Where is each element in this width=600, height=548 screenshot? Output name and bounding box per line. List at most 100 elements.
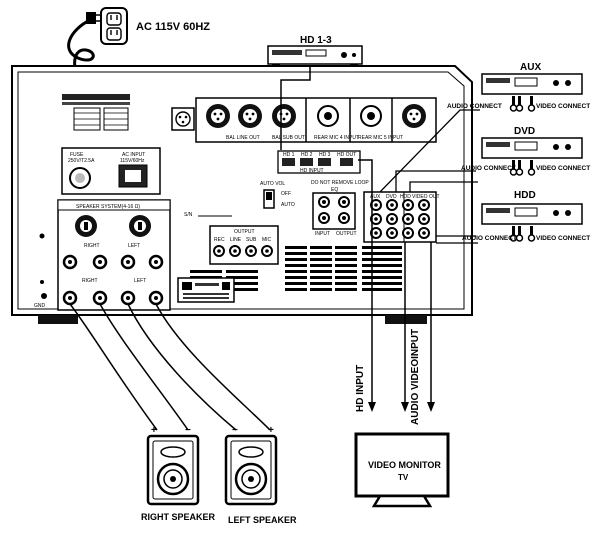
gnd-label: GND xyxy=(34,303,46,309)
dvd-video-label: VIDEO CONNECT xyxy=(536,165,590,172)
hdd-device-title: HDD xyxy=(514,190,536,201)
hdmi-port xyxy=(282,158,295,166)
power-outlet xyxy=(100,7,128,45)
hdd-rca-plugs xyxy=(509,226,536,242)
output-port-label: REC xyxy=(214,237,225,243)
power-label: AC 115V 60HZ xyxy=(136,21,210,33)
rca-jack xyxy=(386,227,398,239)
xlr-jack xyxy=(402,104,426,128)
hdd-device xyxy=(481,203,583,225)
caution-label xyxy=(177,277,235,303)
binding-post xyxy=(148,290,164,306)
left-speaker-plus: + xyxy=(268,425,274,436)
hdmi-port xyxy=(340,158,353,166)
video-port-label: DVD xyxy=(386,194,397,200)
speakon-connector xyxy=(129,215,151,237)
video-out-line xyxy=(427,242,435,412)
xlr-jack xyxy=(272,104,296,128)
eq-label: EQ xyxy=(331,187,338,193)
aux-device xyxy=(481,73,583,95)
fuse-label: FUSE xyxy=(70,152,84,158)
rca-jack xyxy=(213,245,225,257)
hd-port-label: HD 1 xyxy=(283,152,295,158)
auto-vol-label: AUTO VOL xyxy=(260,181,285,187)
rear-mic-input-2-label: REAR MIC 5 INPUT xyxy=(358,135,403,141)
left-speaker-minus: − xyxy=(232,425,238,436)
speaker-terminal-block: SPEAKER SYSTEM(4-16 Ω) RIGHT LEFT RIGHT … xyxy=(57,199,171,311)
right-speaker xyxy=(146,434,200,506)
bal-line-out-label: BAL LINE OUT xyxy=(226,135,260,141)
aux-video-label: VIDEO CONNECT xyxy=(536,103,590,110)
rca-jack xyxy=(370,213,382,225)
output-port-label: SUB xyxy=(246,237,257,243)
xlr-connector-row: BAL LINE OUT BAL SUB OUT REAR MIC 4 INPU… xyxy=(195,97,437,143)
aux-audio-label: AUDIO CONNECT xyxy=(447,103,502,110)
speaker-right-label: RIGHT xyxy=(84,243,100,249)
rca-jack xyxy=(245,245,257,257)
speaker-right-label-2: RIGHT xyxy=(82,278,98,284)
do-not-remove-loop-label: DO NOT REMOVE LOOP xyxy=(311,180,369,186)
right-speaker-label: RIGHT SPEAKER xyxy=(141,512,216,522)
power-plug xyxy=(86,12,101,24)
hd-port-label: HD 2 xyxy=(301,152,313,158)
hd-device-title: HD 1-3 xyxy=(300,35,332,46)
rca-jack xyxy=(386,213,398,225)
ac-input-label: AC INPUT xyxy=(122,152,145,158)
rca-jack xyxy=(402,213,414,225)
xlr-jack xyxy=(206,104,230,128)
video-port-label: VIDEO OUT xyxy=(412,194,440,200)
fuse-rating: 250V/T2.5A xyxy=(68,158,95,164)
monitor-title-line2: TV xyxy=(398,473,409,482)
side-marks xyxy=(39,233,45,284)
binding-post xyxy=(120,254,136,270)
dvd-rca-plugs xyxy=(509,160,536,176)
right-speaker-minus: − xyxy=(185,425,191,436)
warning-label xyxy=(62,94,130,131)
rca-jack xyxy=(386,199,398,211)
rca-jack xyxy=(370,199,382,211)
video-port-label: AUX xyxy=(370,194,381,200)
output-port-label: LINE xyxy=(230,237,242,243)
loop-output-label: OUTPUT xyxy=(336,231,357,237)
binding-post xyxy=(92,290,108,306)
video-port-label: HDD xyxy=(400,194,411,200)
video-rca-block: AUX DVD HDD VIDEO OUT xyxy=(363,191,440,243)
hd-port-label: HD OUT xyxy=(337,152,356,158)
hd-input-cable xyxy=(280,67,311,150)
speaker-cables xyxy=(69,303,271,431)
output-rca-block: OUTPUT REC LINE SUB MIC xyxy=(209,225,279,265)
fuse-ac-panel: FUSE 250V/T2.5A AC INPUT 115V/60Hz xyxy=(61,147,161,195)
speaker-left-label-2: LEFT xyxy=(134,278,146,284)
aux-rca-plugs xyxy=(509,96,536,112)
off-label: OFF xyxy=(281,191,291,197)
rca-jack xyxy=(418,199,430,211)
auto-vol-switch: AUTO VOL OFF AUTO xyxy=(260,181,295,209)
rca-jack xyxy=(418,227,430,239)
rca-jack xyxy=(370,227,382,239)
hdmi-port xyxy=(300,158,313,166)
monitor-title-line1: VIDEO MONITOR xyxy=(368,460,441,470)
quarter-inch-jack xyxy=(317,105,339,127)
dvd-device-title: DVD xyxy=(514,126,535,137)
binding-post xyxy=(62,254,78,270)
rca-jack xyxy=(418,213,430,225)
rca-jack xyxy=(402,227,414,239)
binding-post xyxy=(148,254,164,270)
auto-label: AUTO xyxy=(281,202,295,208)
hdd-audio-label: AUDIO CONNECT xyxy=(462,235,517,242)
left-speaker-label: LEFT SPEAKER xyxy=(228,515,297,525)
speaker-left-label: LEFT xyxy=(128,243,140,249)
hd-input-panel-label: HD INPUT xyxy=(300,168,324,174)
ground-terminal: GND xyxy=(34,293,47,309)
rca-jack xyxy=(229,245,241,257)
source-cables xyxy=(379,109,480,244)
hd-out-line xyxy=(358,159,376,412)
hd-device xyxy=(267,45,363,67)
rear-mic-input-1-label: REAR MIC 4 INPUT xyxy=(314,135,359,141)
serial-number-label: S/N xyxy=(184,212,193,218)
hd-port-label: HD 3 xyxy=(319,152,331,158)
binding-post xyxy=(120,290,136,306)
left-speaker xyxy=(224,434,278,506)
iec-connector xyxy=(171,107,195,131)
eq-loop-block: DO NOT REMOVE LOOP EQ INPUT OUTPUT xyxy=(311,180,369,237)
